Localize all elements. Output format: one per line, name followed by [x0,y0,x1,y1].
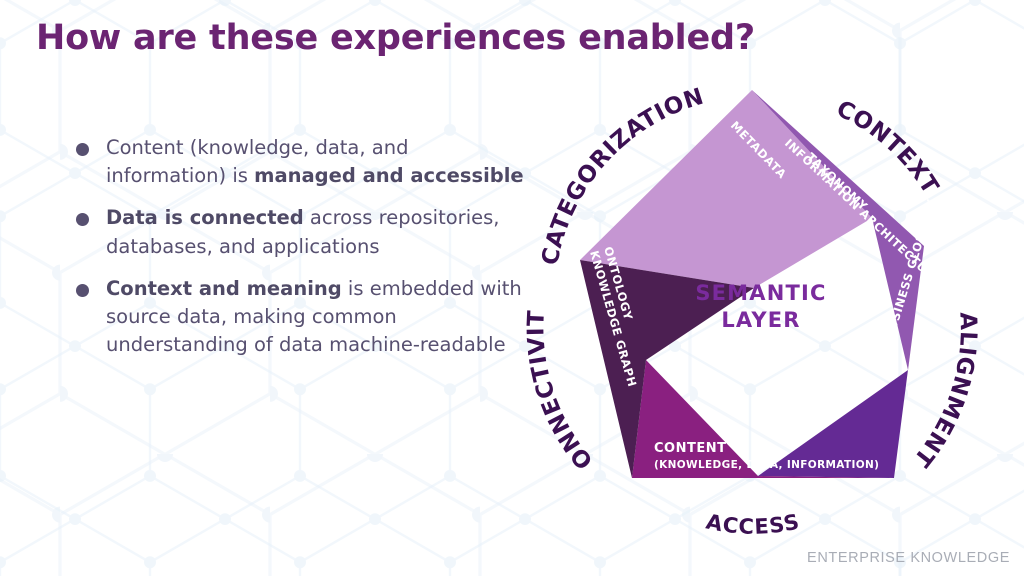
segment-alignment [758,246,924,478]
bullet-text-strong: managed and accessible [254,164,524,188]
outer-label-access: ACCESS [704,509,802,538]
page-title: How are these experiences enabled? [36,18,755,58]
list-item: Data is connected across repositories, d… [72,204,524,260]
inner-label-content-sub: (KNOWLEDGE, DATA, INFORMATION) [654,459,879,471]
bullet-dot-icon [76,213,89,227]
segment-access [632,360,894,478]
bullet-text-strong: Context and meaning [106,276,342,300]
center-label-line1: SEMANTIC [695,281,826,305]
semantic-layer-pentagon-diagram: CATEGORIZATION CONTEXT ALIGNMENT ACCESS … [508,78,981,539]
inner-label-content: CONTENT [654,441,726,456]
bullet-text-post: is embedded with source data, making com… [106,276,522,357]
segment-context [752,90,924,370]
bullet-text-strong: Data is connected [106,206,304,230]
bullet-dot-icon [76,283,89,297]
list-item: Content (knowledge, data, and informatio… [72,134,524,190]
bullet-dot-icon [76,143,89,156]
bullet-text-pre: Content (knowledge, data, and informatio… [106,136,409,188]
bullet-text-post: across repositories, databases, and appl… [106,206,500,258]
brand-footer: ENTERPRISE KNOWLEDGE [807,550,1010,566]
list-item: Context and meaning is embedded with sou… [72,275,524,360]
bullet-list: Content (knowledge, data, and informatio… [72,134,524,373]
segment-connectivity [580,260,754,478]
outer-label-alignment: ALIGNMENT [908,312,981,472]
center-label-line2: LAYER [721,308,800,332]
segment-categorization [580,90,872,288]
